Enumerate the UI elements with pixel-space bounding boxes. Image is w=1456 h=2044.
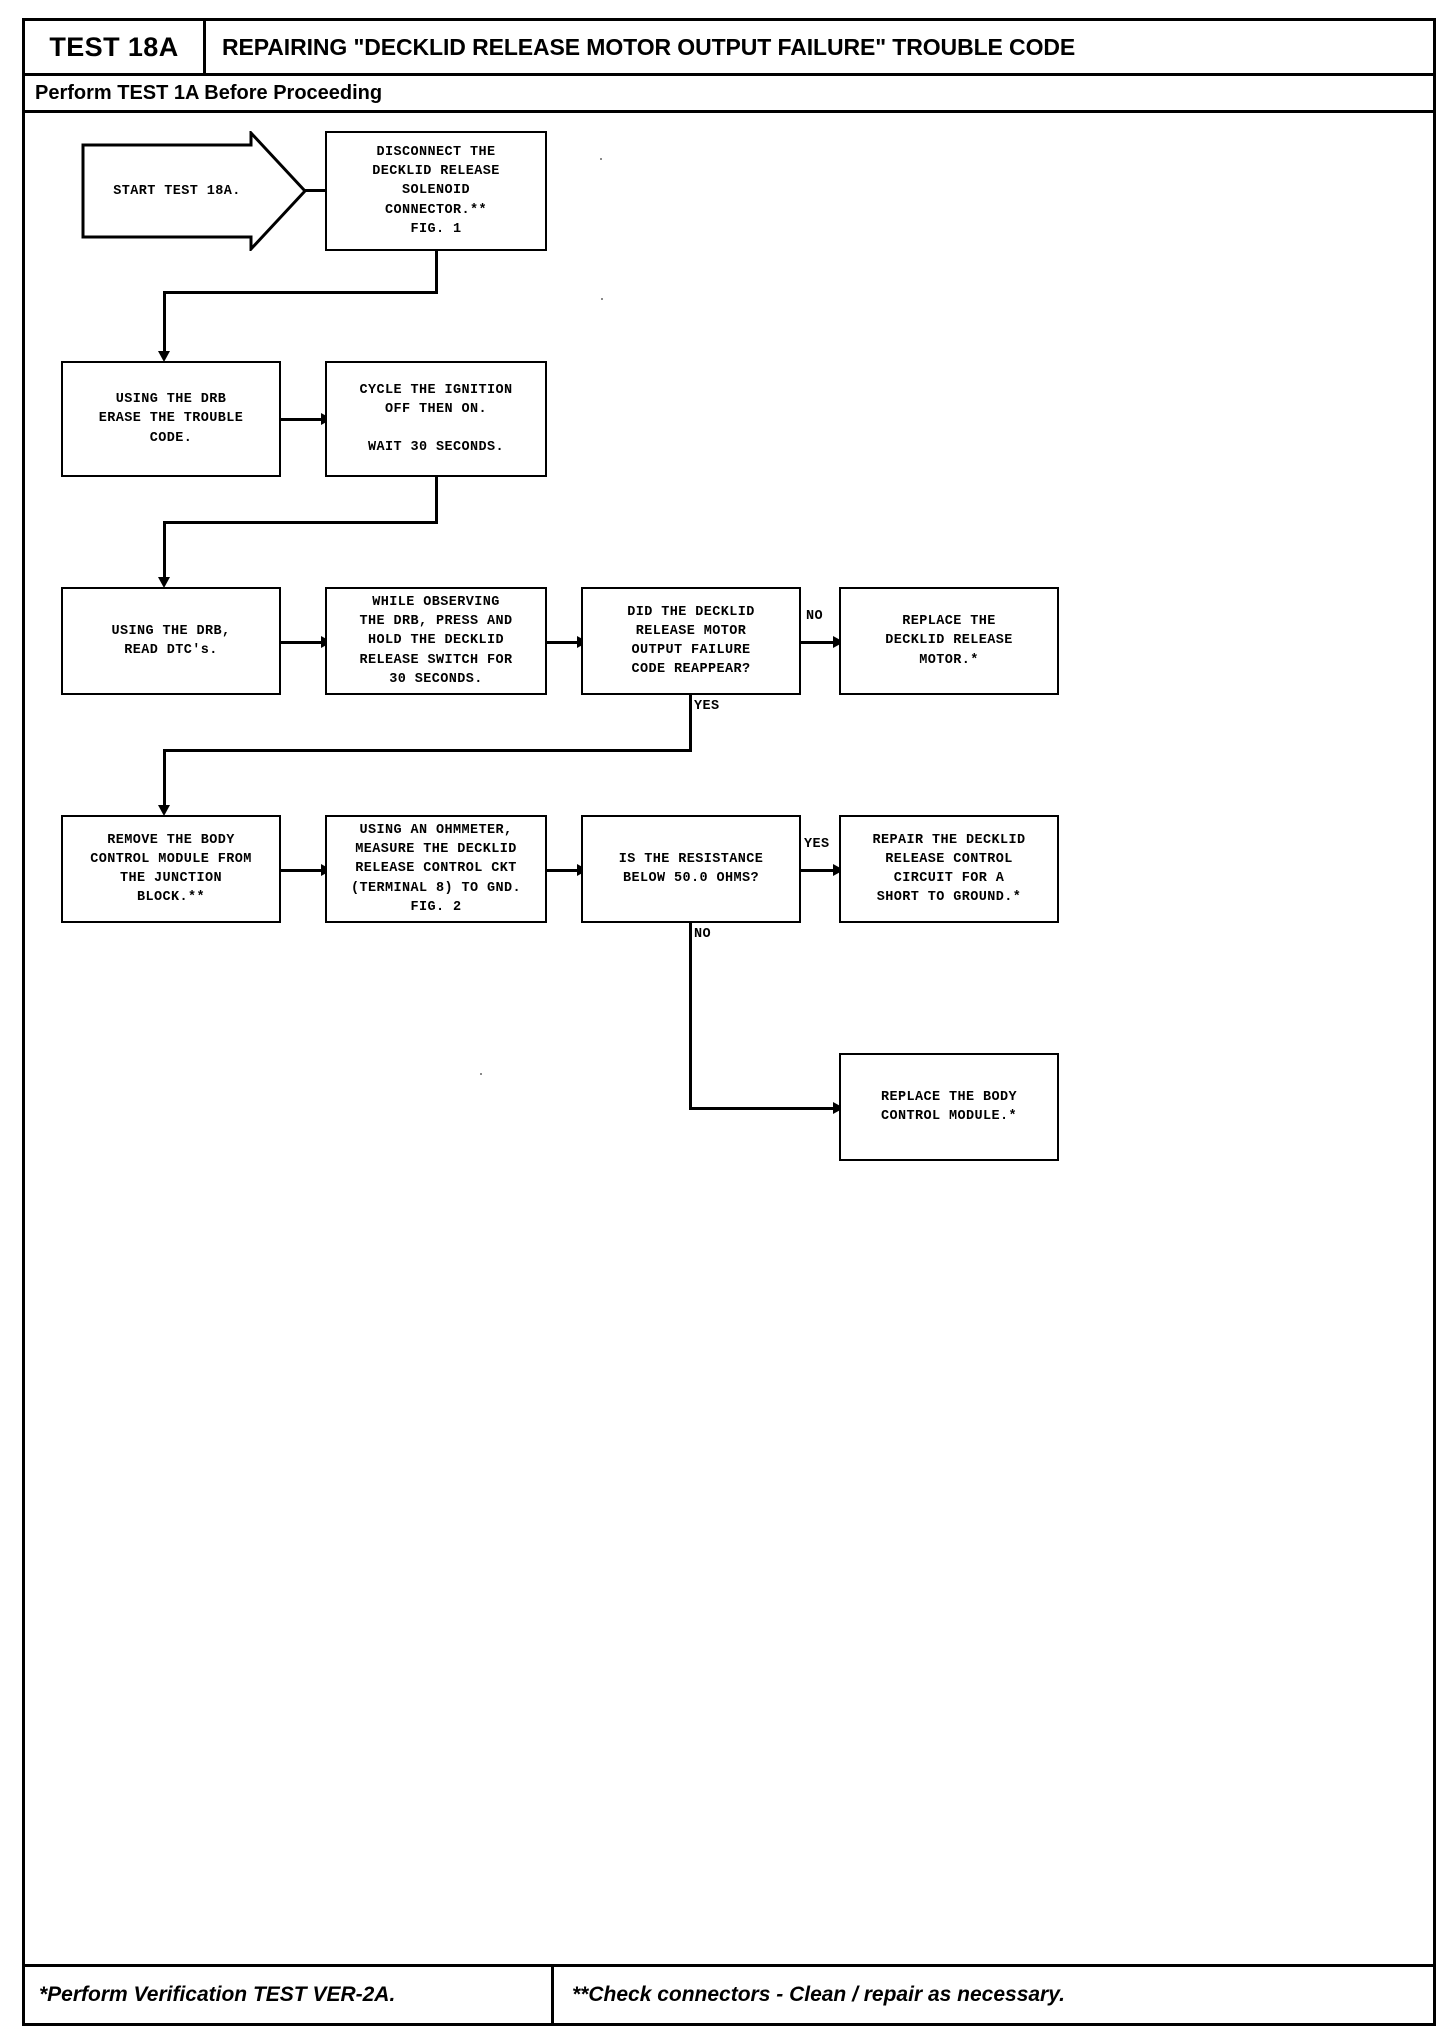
node-decision-resistance: IS THE RESISTANCE BELOW 50.0 OHMS? — [581, 815, 801, 923]
edge-n3-n4-v1 — [435, 477, 438, 523]
node-replace-release-motor: REPLACE THE DECKLID RELEASE MOTOR.* — [839, 587, 1059, 695]
node-measure-control-circuit-label: USING AN OHMMETER, MEASURE THE DECKLID R… — [350, 823, 522, 915]
node-decision-code-reappear: DID THE DECKLID RELEASE MOTOR OUTPUT FAI… — [581, 587, 801, 695]
scan-speck — [601, 298, 603, 300]
start-node-label: START TEST 18A. — [113, 183, 241, 199]
node-repair-short-to-ground: REPAIR THE DECKLID RELEASE CONTROL CIRCU… — [839, 815, 1059, 923]
node-erase-trouble-code: USING THE DRB ERASE THE TROUBLE CODE. — [61, 361, 281, 477]
edge-n6-n8-arrow — [158, 805, 170, 816]
edge-n4-n5 — [281, 641, 325, 644]
edge-n10-n11-arrow — [833, 864, 844, 876]
edge-n10-n12-h — [689, 1107, 841, 1110]
node-cycle-ignition: CYCLE THE IGNITION OFF THEN ON. WAIT 30 … — [325, 361, 547, 477]
footer: *Perform Verification TEST VER-2A. **Che… — [25, 1964, 1433, 2023]
edge-label-yes-1: YES — [693, 699, 721, 714]
node-remove-body-control-module-label: REMOVE THE BODY CONTROL MODULE FROM THE … — [90, 832, 252, 906]
footer-note-left: *Perform Verification TEST VER-2A. — [25, 1967, 554, 2023]
node-erase-trouble-code-label: USING THE DRB ERASE THE TROUBLE CODE. — [98, 392, 244, 446]
footer-note-right: **Check connectors - Clean / repair as n… — [572, 1983, 1065, 2006]
node-hold-release-switch-label: WHILE OBSERVING THE DRB, PRESS AND HOLD … — [359, 595, 513, 687]
edge-label-yes-2: YES — [803, 837, 831, 852]
edge-n5-n6 — [547, 641, 583, 644]
test-id-cell: TEST 18A — [25, 21, 206, 73]
edge-n10-n11 — [801, 869, 839, 872]
node-decision-code-reappear-label: DID THE DECKLID RELEASE MOTOR OUTPUT FAI… — [627, 604, 755, 678]
node-replace-body-control-module-label: REPLACE THE BODY CONTROL MODULE.* — [880, 1089, 1018, 1124]
subheading: Perform TEST 1A Before Proceeding — [25, 76, 1433, 113]
node-repair-short-to-ground-label: REPAIR THE DECKLID RELEASE CONTROL CIRCU… — [872, 832, 1026, 906]
node-cycle-ignition-label: CYCLE THE IGNITION OFF THEN ON. WAIT 30 … — [359, 382, 513, 456]
edge-n10-n12-v — [689, 923, 692, 1109]
scan-speck — [600, 158, 602, 160]
node-replace-body-control-module: REPLACE THE BODY CONTROL MODULE.* — [839, 1053, 1059, 1161]
edge-n6-n7 — [801, 641, 839, 644]
edge-label-no-2: NO — [693, 927, 713, 942]
scan-speck — [480, 1073, 482, 1075]
edge-n6-n7-arrow — [833, 636, 844, 648]
node-read-dtcs: USING THE DRB, READ DTC's. — [61, 587, 281, 695]
edge-n1-n2-v2 — [163, 291, 166, 357]
page-title: REPAIRING "DECKLID RELEASE MOTOR OUTPUT … — [222, 33, 1076, 60]
edge-n10-n12-arrow — [833, 1102, 844, 1114]
document-frame: TEST 18A REPAIRING "DECKLID RELEASE MOTO… — [22, 18, 1436, 2026]
start-banner-shape — [81, 131, 307, 251]
node-disconnect-solenoid: DISCONNECT THE DECKLID RELEASE SOLENOID … — [325, 131, 547, 251]
edge-n8-n9 — [281, 869, 325, 872]
node-remove-body-control-module: REMOVE THE BODY CONTROL MODULE FROM THE … — [61, 815, 281, 923]
node-hold-release-switch: WHILE OBSERVING THE DRB, PRESS AND HOLD … — [325, 587, 547, 695]
node-replace-release-motor-label: REPLACE THE DECKLID RELEASE MOTOR.* — [885, 614, 1013, 668]
node-decision-resistance-label: IS THE RESISTANCE BELOW 50.0 OHMS? — [618, 851, 764, 886]
edge-n9-n10 — [547, 869, 583, 872]
start-node: START TEST 18A. — [81, 131, 307, 251]
edge-label-no-1: NO — [805, 609, 825, 624]
edge-n3-n4-v2 — [163, 521, 166, 583]
edge-n6-n8-h — [163, 749, 692, 752]
edge-n1-n2-h — [163, 291, 438, 294]
node-measure-control-circuit: USING AN OHMMETER, MEASURE THE DECKLID R… — [325, 815, 547, 923]
edge-n6-n8-v1 — [689, 695, 692, 751]
node-disconnect-solenoid-label: DISCONNECT THE DECKLID RELEASE SOLENOID … — [372, 145, 500, 237]
flowchart-canvas: START TEST 18A. DISCONNECT THE DECKLID R… — [25, 113, 1433, 1966]
edge-n3-n4-h — [163, 521, 438, 524]
header: TEST 18A REPAIRING "DECKLID RELEASE MOTO… — [25, 21, 1433, 76]
edge-n2-n3 — [281, 418, 325, 421]
edge-n6-n8-v2 — [163, 749, 166, 811]
edge-n3-n4-arrow — [158, 577, 170, 588]
node-read-dtcs-label: USING THE DRB, READ DTC's. — [111, 623, 231, 658]
edge-start-n1 — [303, 189, 345, 192]
edge-n1-n2-arrow — [158, 351, 170, 362]
edge-n1-n2-v1 — [435, 251, 438, 293]
